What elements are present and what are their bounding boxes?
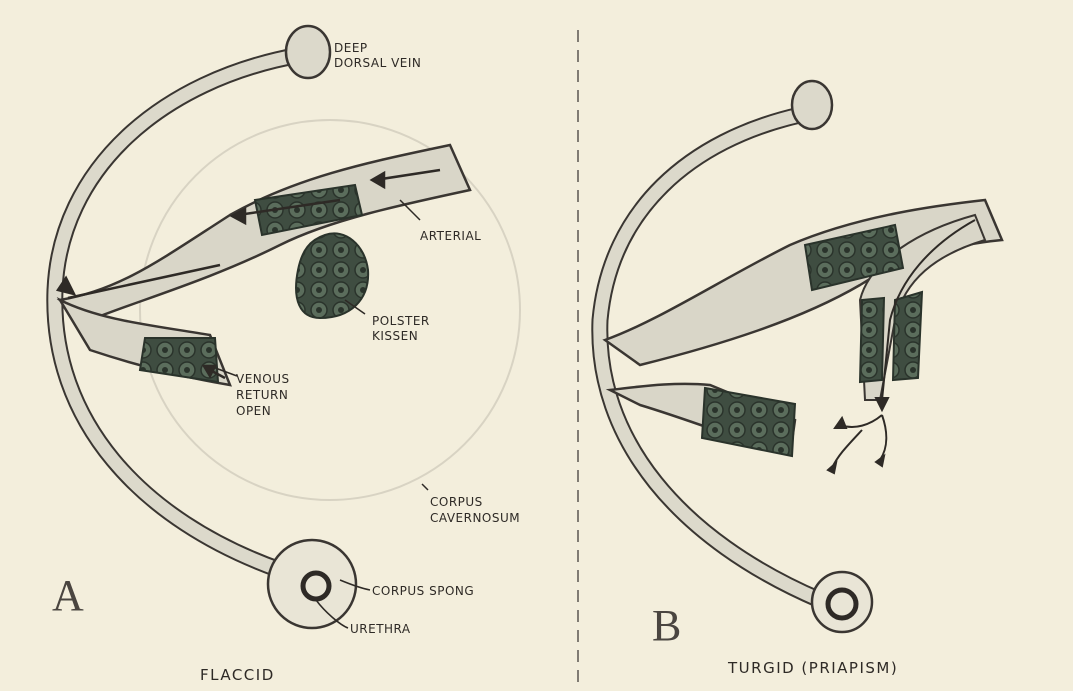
label-venous: VENOUS	[236, 372, 290, 386]
panel-letter-b: B	[652, 601, 681, 650]
label-arterial: ARTERIAL	[420, 229, 481, 243]
label-return: RETURN	[236, 388, 288, 402]
deep-dorsal-vein-bulb-b	[792, 81, 832, 129]
caption-flaccid: FLACCID	[200, 666, 275, 684]
label-corpus-spong: CORPUS SPONG	[372, 584, 474, 598]
cell-cluster-side-b	[860, 298, 884, 382]
polster-kissen-cluster	[296, 233, 368, 318]
label-deep: DEEP	[334, 41, 368, 55]
panel-a: DEEP DORSAL VEIN ARTERIAL POLSTER KISSEN…	[52, 26, 520, 684]
panel-b: B TURGID (PRIAPISM)	[600, 81, 1002, 677]
panel-letter-a: A	[52, 571, 84, 620]
label-kissen: KISSEN	[372, 329, 418, 343]
caption-turgid: TURGID (PRIAPISM)	[727, 659, 898, 677]
arterial-branch-b	[605, 200, 1002, 365]
deep-dorsal-vein-bulb	[286, 26, 330, 78]
urethra	[303, 573, 329, 599]
urethra-b	[828, 590, 856, 618]
label-open: OPEN	[236, 404, 271, 418]
label-corpus: CORPUS	[430, 495, 483, 509]
label-urethra: URETHRA	[350, 622, 411, 636]
label-polster: POLSTER	[372, 314, 430, 328]
label-cavernosum: CAVERNOSUM	[430, 511, 520, 525]
cell-cluster-side2-b	[893, 292, 922, 380]
label-dorsal-vein: DORSAL VEIN	[334, 56, 421, 70]
cell-cluster-lower-b	[702, 388, 795, 456]
